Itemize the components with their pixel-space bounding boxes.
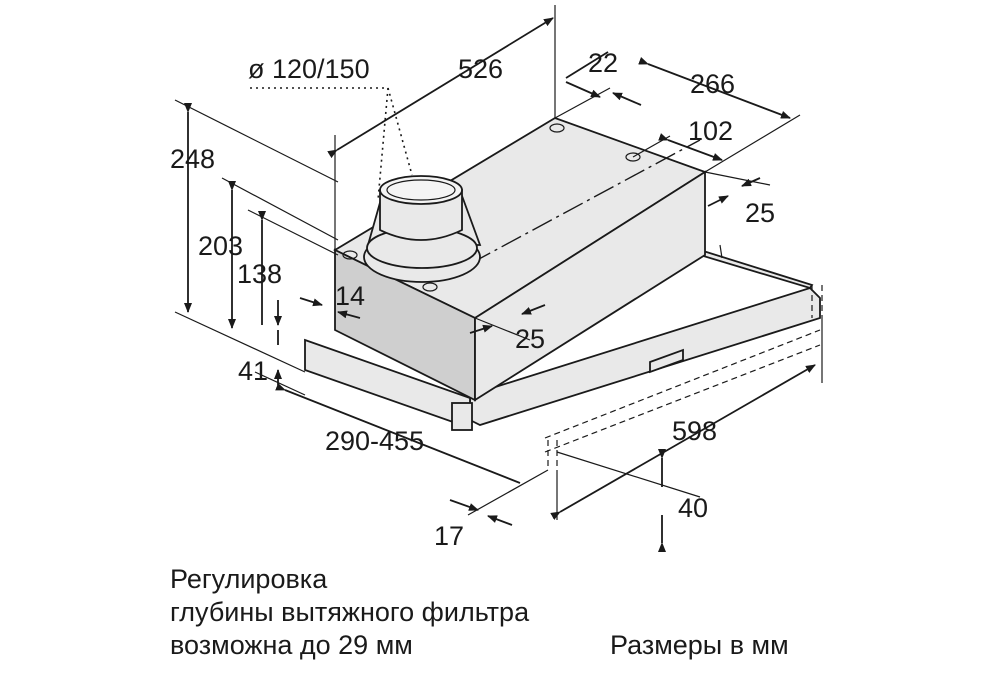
label-offset-25-front: 25 bbox=[515, 324, 545, 354]
label-height-41: 41 bbox=[238, 356, 268, 386]
label-offset-25-right: 25 bbox=[745, 198, 775, 228]
dimension-lines bbox=[174, 5, 823, 552]
units-label: Размеры в мм bbox=[610, 630, 789, 660]
label-offset-102: 102 bbox=[688, 116, 733, 146]
label-height-203: 203 bbox=[198, 231, 243, 261]
hood-body bbox=[304, 117, 823, 468]
label-duct-diameter: ø 120/150 bbox=[248, 54, 370, 84]
note-line-2: глубины вытяжного фильтра bbox=[170, 597, 530, 627]
note-line-3: возможна до 29 мм bbox=[170, 630, 413, 660]
label-offset-17: 17 bbox=[434, 521, 464, 551]
label-depth-range: 290-455 bbox=[325, 426, 424, 456]
label-height-138: 138 bbox=[237, 259, 282, 289]
depth-adjustment-note: Регулировка глубины вытяжного фильтра во… bbox=[170, 563, 529, 662]
label-offset-14: 14 bbox=[335, 281, 365, 311]
label-height-40: 40 bbox=[678, 493, 708, 523]
label-depth-266: 266 bbox=[690, 69, 735, 99]
label-offset-22: 22 bbox=[588, 48, 618, 78]
dimension-labels: ø 120/150 526 22 266 102 25 248 203 138 … bbox=[170, 48, 775, 551]
duct-connector bbox=[363, 175, 482, 283]
label-height-248: 248 bbox=[170, 144, 215, 174]
label-depth-526: 526 bbox=[458, 54, 503, 84]
label-width-598: 598 bbox=[672, 416, 717, 446]
note-line-1: Регулировка bbox=[170, 564, 328, 594]
